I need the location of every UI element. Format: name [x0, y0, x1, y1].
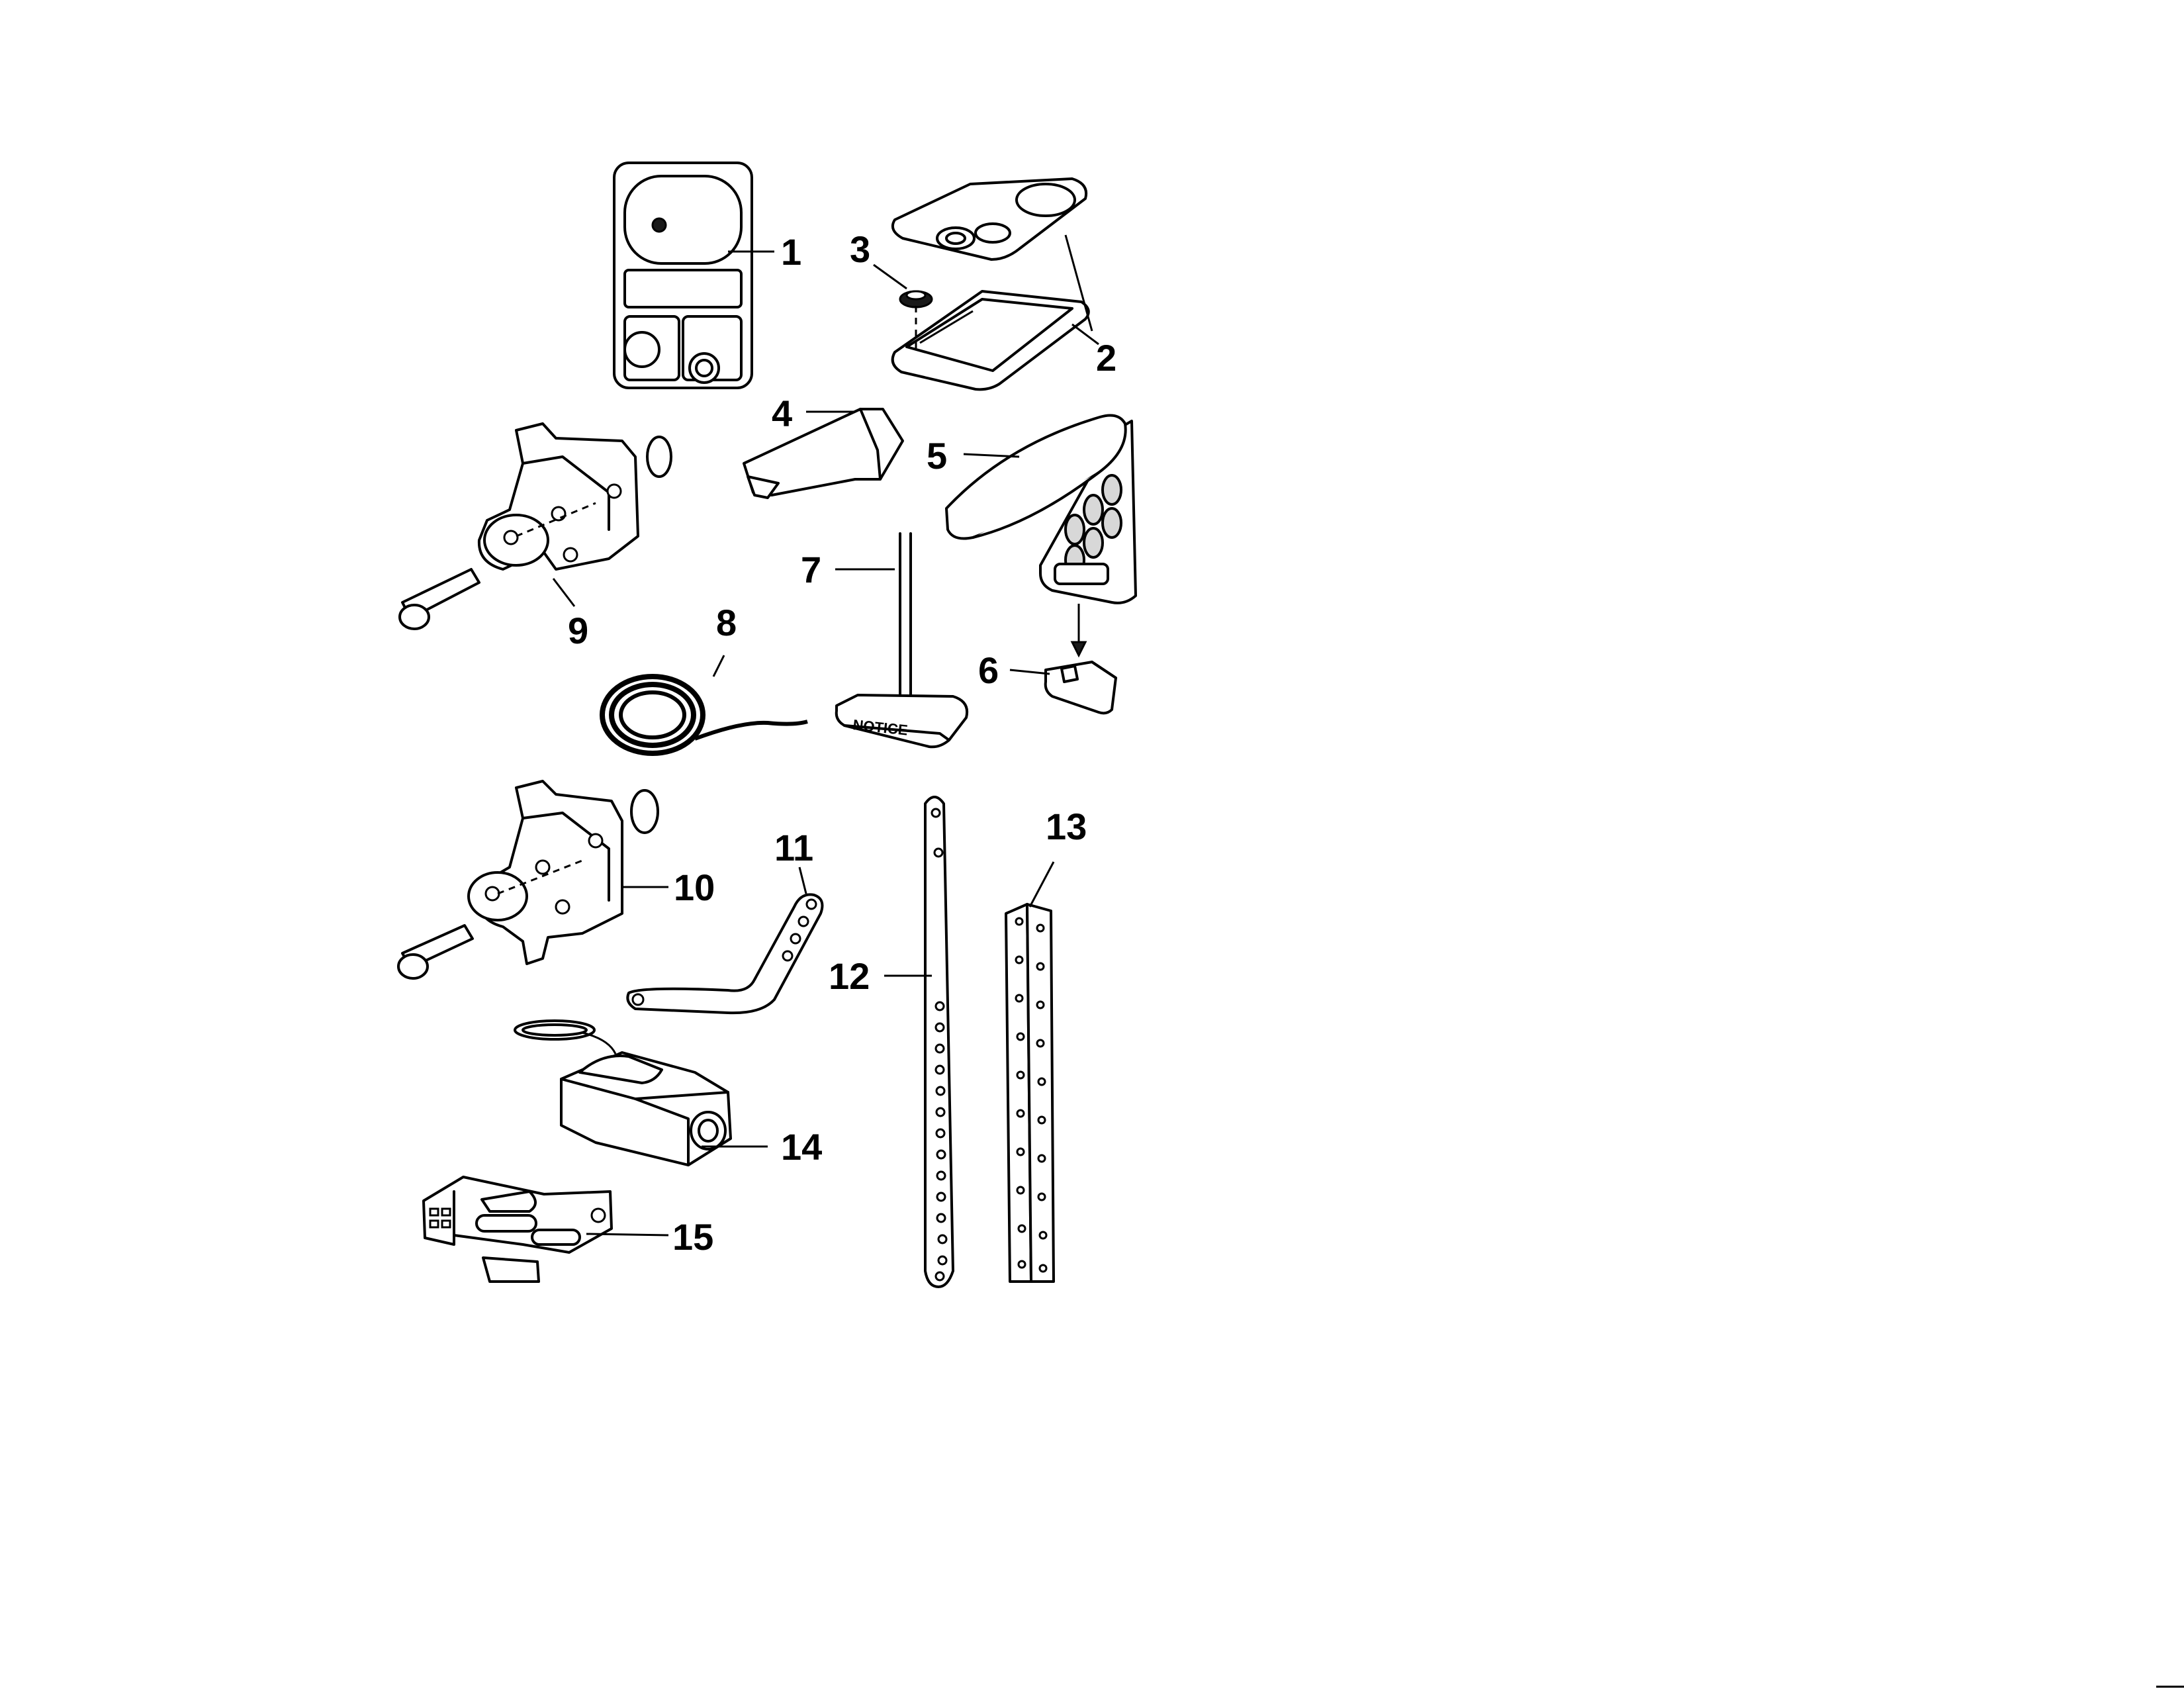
callout-3: 3 — [850, 228, 870, 270]
callout-11: 11 — [774, 827, 813, 868]
part-9-door-bracket — [398, 422, 672, 630]
angle-iron-holes — [1015, 917, 1048, 1273]
part-3-battery — [873, 263, 933, 351]
part-12-straight-door-arm — [884, 796, 954, 1288]
callout-4: 4 — [772, 393, 792, 434]
callout-1: 1 — [781, 231, 801, 273]
part-4-visor-clip — [743, 408, 904, 499]
part-5-keyless-keypad — [945, 414, 1137, 658]
callout-12: 12 — [829, 955, 870, 997]
callout-14: 14 — [781, 1126, 822, 1168]
callout-13: 13 — [1046, 806, 1087, 847]
part-11-curved-door-arm — [626, 867, 824, 1015]
part-6-battery-cover — [1009, 661, 1117, 715]
callout-5: 5 — [927, 435, 947, 477]
callout-7: 7 — [801, 549, 821, 590]
callout-15: 15 — [672, 1216, 713, 1258]
callout-9: 9 — [568, 610, 588, 651]
part-13-angle-iron — [1005, 861, 1055, 1283]
part-1-wall-control — [613, 162, 774, 389]
part-7-notice-tag: NOTICE — [835, 532, 968, 749]
arm-12-holes — [931, 808, 948, 1282]
callout-10: 10 — [674, 867, 715, 908]
callout-2: 2 — [1096, 337, 1116, 379]
part-14-safety-sensor — [514, 1019, 768, 1166]
part-10-header-bracket — [397, 780, 668, 980]
part-8-bell-wire — [600, 655, 808, 756]
keypad-buttons — [1064, 474, 1122, 576]
callout-6: 6 — [978, 649, 999, 691]
part-2-remote-transmitter — [891, 177, 1099, 391]
callout-8: 8 — [716, 602, 737, 643]
part-15-sensor-bracket — [422, 1176, 669, 1283]
